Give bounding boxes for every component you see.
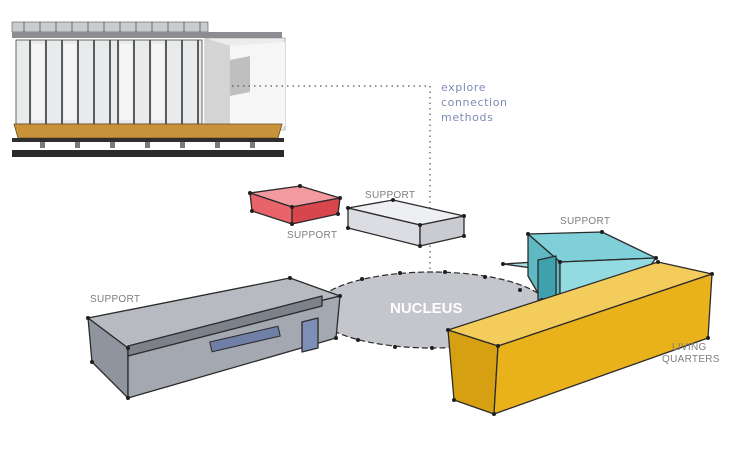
connection-dotted-lines xyxy=(232,85,431,298)
support-label-grey: SUPPORT xyxy=(90,294,140,305)
annotation-line-1: explore xyxy=(441,81,486,94)
support-label-red: SUPPORT xyxy=(287,230,337,241)
living-quarters-label-line-2: QUARTERS xyxy=(662,354,720,365)
annotation-line-3: methods xyxy=(441,111,493,124)
support-label-clear: SUPPORT xyxy=(365,190,415,201)
support-volume-grey xyxy=(86,276,342,400)
living-quarters-volume xyxy=(446,260,714,416)
support-volume-cyan xyxy=(501,230,658,302)
annotation-line-2: connection xyxy=(441,96,508,109)
support-volume-red xyxy=(248,184,342,226)
nucleus-label: NUCLEUS xyxy=(390,300,463,317)
living-quarters-label-line-1: LIVING xyxy=(672,342,707,353)
inset-section-rendering xyxy=(10,18,288,160)
support-label-cyan: SUPPORT xyxy=(560,216,610,227)
support-volume-clear xyxy=(346,198,466,248)
